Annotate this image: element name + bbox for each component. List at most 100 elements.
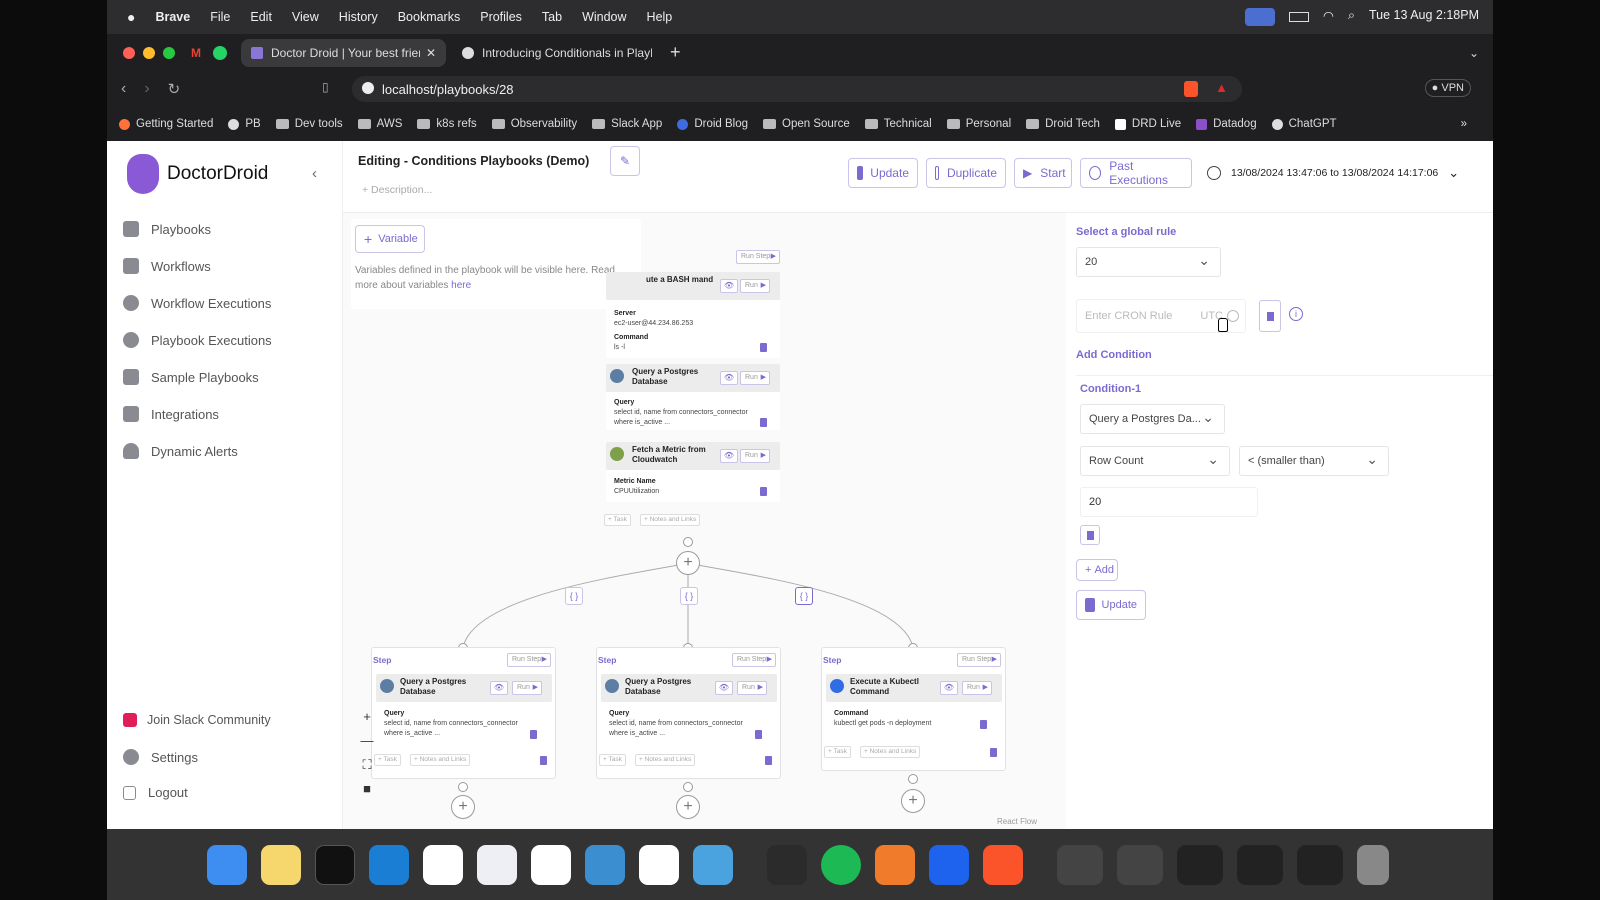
zoom-window-icon[interactable] — [163, 46, 175, 59]
url-bar[interactable]: localhost/playbooks/28 ▲ — [352, 76, 1242, 102]
duplicate-button[interactable]: Duplicate — [926, 158, 1006, 188]
app-icon[interactable] — [875, 844, 915, 885]
add-notes-button[interactable]: + Notes and Links — [410, 754, 471, 766]
menu-bookmarks[interactable]: Bookmarks — [397, 10, 461, 24]
delete-task-icon[interactable] — [760, 418, 767, 427]
node-handle[interactable] — [683, 537, 693, 547]
bookmark-droid-blog[interactable]: Droid Blog — [677, 118, 748, 130]
minimize-window-icon[interactable] — [143, 46, 155, 59]
bookmark-slack-app[interactable]: Slack App — [592, 118, 662, 130]
add-rule-button[interactable]: + Add — [1076, 559, 1118, 581]
condition-edge-left[interactable]: { } — [565, 587, 583, 605]
variables-help-link[interactable]: here — [451, 280, 472, 291]
main-step-card[interactable]: Run Step ute a BASH mand 👁 Run Server ec… — [599, 243, 780, 535]
apple-icon[interactable]: ● — [127, 9, 136, 25]
collapse-sidebar-icon[interactable]: ‹ — [312, 165, 317, 182]
cron-input[interactable]: Enter CRON Rule UTC — [1076, 299, 1246, 333]
wifi-icon[interactable]: ◠ — [1323, 9, 1334, 23]
tab-list-icon[interactable]: ⌄ — [1468, 45, 1479, 60]
bookmark-pb[interactable]: PB — [228, 118, 261, 130]
bookmark-chatgpt[interactable]: ChatGPT — [1271, 118, 1337, 130]
bookmark-getting-started[interactable]: Getting Started — [119, 118, 213, 130]
logout-button[interactable]: Logout — [123, 785, 188, 800]
window-icon[interactable] — [1057, 844, 1103, 885]
add-notes-button[interactable]: + Notes and Links — [635, 754, 696, 766]
react-flow-attribution[interactable]: React Flow — [997, 817, 1038, 826]
sidebar-item-integrations[interactable]: Integrations — [123, 406, 219, 422]
task-header[interactable]: Query a Postgres Database — [376, 674, 552, 702]
condition-metric-select[interactable]: Row Count — [1080, 446, 1230, 476]
app-icon[interactable] — [585, 844, 625, 885]
notes-icon[interactable] — [261, 844, 301, 885]
battery-icon[interactable] — [1289, 12, 1310, 22]
run-step-button[interactable]: Run Step — [507, 653, 551, 667]
run-task-button[interactable]: Run — [962, 681, 992, 695]
run-task-button[interactable]: Run — [737, 681, 767, 695]
add-variable-button[interactable]: +Variable — [355, 225, 425, 253]
past-executions-button[interactable]: Past Executions — [1080, 158, 1192, 188]
lock-icon[interactable]: ■ — [363, 781, 371, 796]
bookmark-k8s-refs[interactable]: k8s refs — [417, 118, 477, 130]
condition-source-select[interactable]: Query a Postgres Da... — [1080, 404, 1225, 434]
back-icon[interactable]: ‹ — [121, 80, 127, 97]
run-task-button[interactable]: Run — [740, 449, 770, 463]
branch-step-card-2[interactable]: Step Run Step Query a Postgres Database … — [596, 647, 781, 779]
menu-edit[interactable]: Edit — [250, 10, 272, 24]
window-icon[interactable] — [1177, 844, 1223, 885]
app-icon[interactable] — [477, 844, 517, 885]
add-step-button[interactable]: + — [676, 795, 700, 819]
menu-window[interactable]: Window — [582, 10, 627, 24]
add-task-button[interactable]: + Task — [604, 514, 631, 526]
bookmark-technical[interactable]: Technical — [864, 118, 932, 130]
tab-doctordroid[interactable]: Doctor Droid | Your best frien ✕ — [241, 38, 446, 67]
condition-edge-middle[interactable]: { } — [680, 587, 698, 605]
branch-step-card-1[interactable]: Step Run Step Query a Postgres Database … — [371, 647, 556, 779]
new-tab-icon[interactable]: + — [670, 42, 681, 62]
reload-icon[interactable]: ↻ — [167, 81, 181, 98]
menu-help[interactable]: Help — [646, 10, 673, 24]
flow-canvas[interactable]: +Variable Variables defined in the playb… — [343, 213, 1162, 829]
search-icon[interactable]: ⌕ — [1347, 8, 1355, 22]
node-handle[interactable] — [908, 774, 918, 784]
branch-step-card-3[interactable]: Step Run Step Execute a Kubectl Command … — [821, 647, 1006, 771]
delete-step-icon[interactable] — [540, 756, 547, 765]
delete-task-icon[interactable] — [530, 730, 537, 739]
zoom-in-icon[interactable]: + — [363, 709, 371, 724]
zoom-out-icon[interactable]: — — [360, 733, 374, 748]
delete-step-icon[interactable] — [765, 756, 772, 765]
bookmark-drd-live[interactable]: DRD Live — [1114, 118, 1181, 130]
run-task-button[interactable]: Run — [740, 371, 770, 385]
spotify-icon[interactable] — [821, 844, 861, 885]
bookmark-open-source[interactable]: Open Source — [763, 118, 850, 130]
join-slack-link[interactable]: Join Slack Community — [123, 713, 271, 727]
global-rule-select[interactable]: 20 — [1076, 247, 1221, 277]
tab-github[interactable]: Introducing Conditionals in PlayB — [452, 39, 662, 67]
window-icon[interactable] — [1117, 844, 1163, 885]
eye-icon[interactable]: 👁 — [720, 279, 738, 293]
run-step-button[interactable]: Run Step — [957, 653, 1001, 667]
menubar-clock[interactable]: Tue 13 Aug 2:18PM — [1368, 8, 1479, 22]
run-step-button[interactable]: Run Step — [736, 250, 780, 264]
add-task-button[interactable]: + Task — [374, 754, 401, 766]
add-task-button[interactable]: + Task — [824, 746, 851, 758]
notion-icon[interactable] — [531, 844, 571, 885]
task-header[interactable]: Execute a Kubectl Command — [826, 674, 1002, 702]
window-icon[interactable] — [1297, 844, 1343, 885]
menu-view[interactable]: View — [291, 10, 319, 24]
add-step-button[interactable]: + — [451, 795, 475, 819]
description-input[interactable]: + Description... — [362, 184, 433, 196]
bookmark-dev-tools[interactable]: Dev tools — [275, 118, 343, 130]
start-button[interactable]: ▶Start — [1014, 158, 1072, 188]
eye-icon[interactable]: 👁 — [720, 449, 738, 463]
condition-operator-select[interactable]: < (smaller than) — [1239, 446, 1389, 476]
bookmark-icon[interactable]: ▯ — [322, 80, 329, 94]
brave-icon[interactable] — [983, 844, 1023, 885]
forward-icon[interactable]: › — [144, 80, 150, 97]
bookmark-aws[interactable]: AWS — [357, 118, 402, 130]
node-handle[interactable] — [683, 782, 693, 792]
sidebar-item-workflow-executions[interactable]: Workflow Executions — [123, 295, 271, 311]
docker-icon[interactable] — [929, 844, 969, 885]
eye-icon[interactable]: 👁 — [715, 681, 733, 695]
delete-cron-button[interactable] — [1259, 300, 1281, 332]
sublime-icon[interactable] — [767, 844, 807, 885]
